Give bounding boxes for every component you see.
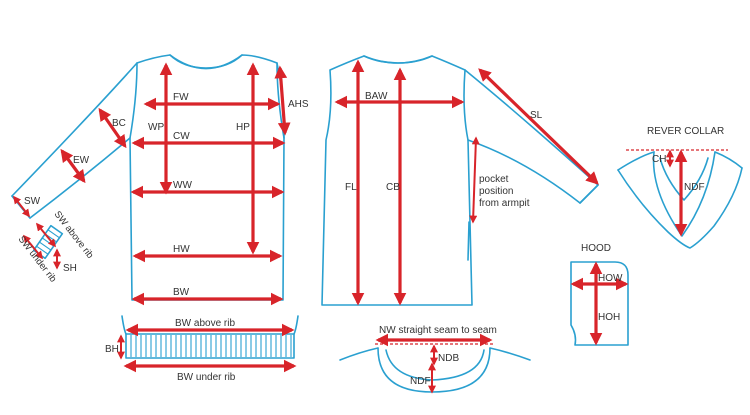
label-ndb: NDB <box>438 353 459 364</box>
label-collar-title: REVER COLLAR <box>647 126 724 137</box>
label-bh: BH <box>105 344 119 355</box>
hem-left-curve <box>121 315 127 335</box>
label-sl: SL <box>530 110 543 121</box>
label-hw: HW <box>173 244 190 255</box>
sl-line <box>478 68 599 185</box>
label-sw: SW <box>24 196 41 207</box>
sw-line <box>13 195 30 218</box>
neck-detail: NW straight seam to seam NDB NDF <box>339 325 531 394</box>
neck-left-shoulder <box>339 347 379 361</box>
label-hp: HP <box>236 122 250 133</box>
label-neck-ndf: NDF <box>410 376 431 387</box>
label-bc: BC <box>112 118 126 129</box>
hem-rib-lines <box>130 335 292 357</box>
back-measurements: BAW FL CB SL pocket position from armpit <box>334 59 599 306</box>
neck-right-shoulder <box>489 347 531 361</box>
label-how: HOW <box>598 273 623 284</box>
hood-outline <box>570 261 629 346</box>
back-sleeve-end <box>579 184 599 204</box>
label-pocket-3: from armpit <box>479 198 530 209</box>
label-fl: FL <box>345 182 357 193</box>
label-cw: CW <box>173 131 190 142</box>
pocket-slit <box>467 221 470 261</box>
bc-line <box>98 107 127 149</box>
sleeve-cuff-measurements: SW above rib SW under rib SH <box>16 209 96 284</box>
collar-lapel <box>659 157 709 201</box>
collar-left-shoulder <box>617 151 655 171</box>
rever-collar-detail: REVER COLLAR CH NDF <box>617 126 743 249</box>
label-ch: CH <box>652 154 666 165</box>
sw-above-rib-line <box>35 222 57 248</box>
label-ww: WW <box>173 180 192 191</box>
ahs-line <box>274 65 291 136</box>
front-neckline <box>169 54 243 70</box>
label-bw-under-rib: BW under rib <box>177 372 236 383</box>
label-bw-above-rib: BW above rib <box>175 318 235 329</box>
hem-right-curve <box>293 315 299 335</box>
label-cb: CB <box>386 182 400 193</box>
label-baw: BAW <box>365 91 388 102</box>
front-left-sleeve <box>11 62 138 219</box>
front-garment <box>11 54 285 301</box>
label-nw: NW straight seam to seam <box>379 325 497 336</box>
hem-rib: BW above rib BH BW under rib <box>105 315 299 383</box>
hood-detail: HOOD HOW HOH <box>570 243 629 346</box>
ew-line <box>60 148 86 184</box>
collar-outer <box>617 167 743 249</box>
front-outline <box>129 54 285 301</box>
label-fw: FW <box>173 92 189 103</box>
back-outline <box>321 55 473 306</box>
label-collar-ndf: NDF <box>684 182 705 193</box>
collar-right-shoulder <box>714 151 743 169</box>
back-garment <box>321 55 599 306</box>
label-ahs: AHS <box>288 99 309 110</box>
label-sh: SH <box>63 263 77 274</box>
pocket-position-line <box>469 136 480 224</box>
label-bw: BW <box>173 287 190 298</box>
label-hood-title: HOOD <box>581 243 611 254</box>
front-measurements: FW AHS BC WP HP CW EW WW SW HW BW <box>13 62 309 306</box>
label-ew: EW <box>73 155 90 166</box>
label-wp: WP <box>148 122 164 133</box>
label-hoh: HOH <box>598 312 620 323</box>
back-neckline <box>363 55 433 64</box>
label-pocket-2: position <box>479 186 513 197</box>
label-pocket-1: pocket <box>479 174 509 185</box>
sw-under-rib-line <box>22 234 44 260</box>
